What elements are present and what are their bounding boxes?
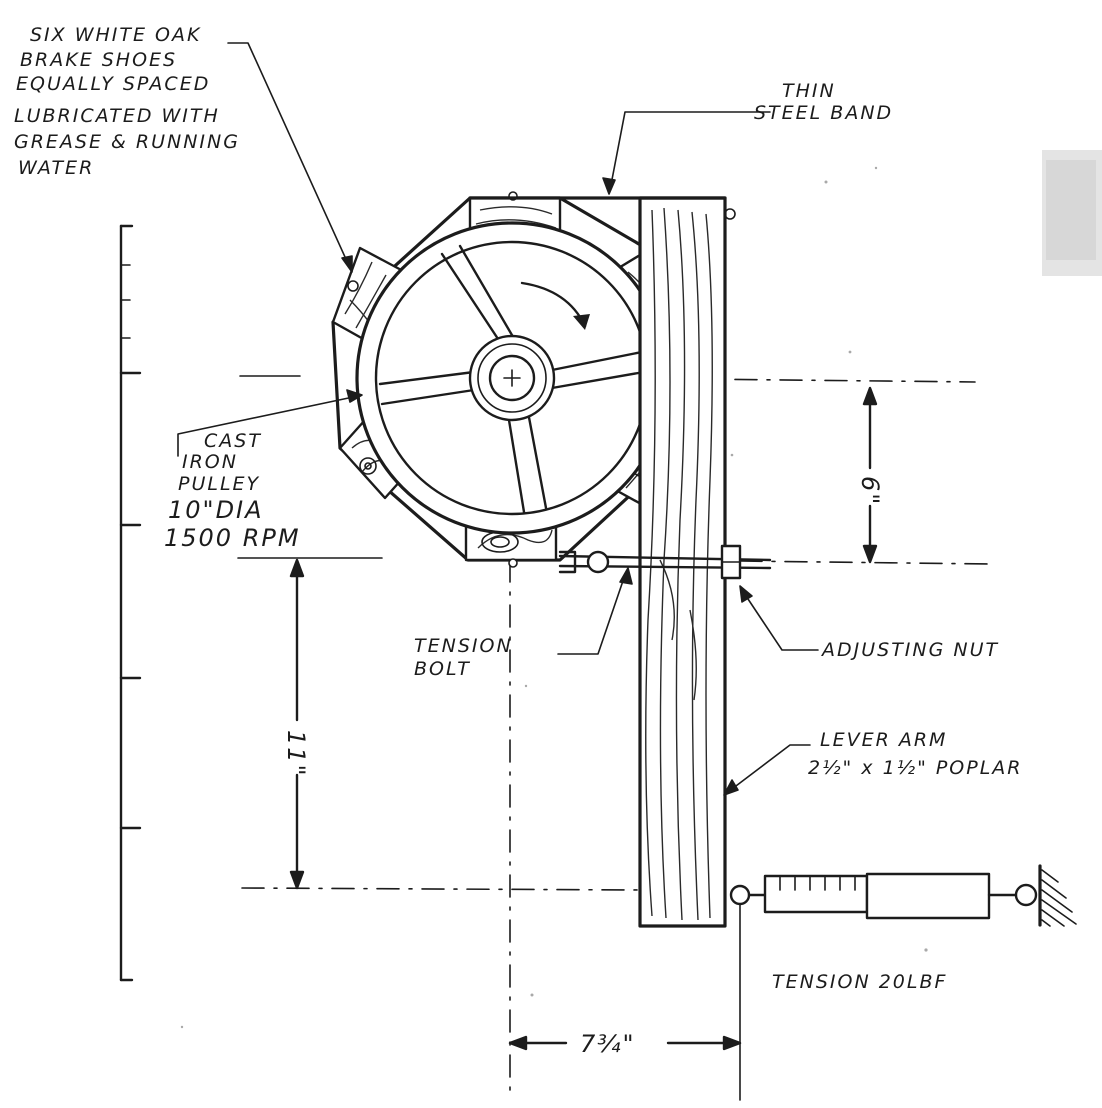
steel-band-note: THIN STEEL BAND	[754, 80, 893, 124]
dimension-11in	[289, 558, 305, 890]
pulley-note-line-4: 10"DIA	[168, 496, 264, 524]
shoes-note-line-2: BRAKE SHOES	[20, 49, 177, 71]
scan-noise-patch	[1042, 150, 1102, 276]
paper-specks	[180, 166, 928, 1029]
pulley-note-line-2: IRON	[182, 451, 238, 473]
brake-shoes-note: SIX WHITE OAK BRAKE SHOES EQUALLY SPACED…	[14, 24, 240, 179]
tension-bolt-note: TENSION BOLT	[414, 635, 513, 680]
lever-arm	[638, 196, 736, 928]
shoes-note-line-5: GREASE & RUNNING	[14, 131, 240, 153]
pulley-note-line-5: 1500 RPM	[164, 524, 301, 552]
spring-scale	[729, 864, 1077, 927]
center-lines	[237, 375, 991, 1101]
pulley-note-line-1: CAST	[204, 430, 262, 452]
dimension-6in-label: 6"	[856, 476, 884, 506]
dimension-7-75in-label: 7¾"	[580, 1030, 636, 1058]
shoes-note-line-6: WATER	[18, 157, 94, 179]
lever-note-line-1: LEVER ARM	[820, 729, 947, 751]
pulley-note: CAST IRON PULLEY 10"DIA 1500 RPM	[164, 430, 301, 552]
dimension-11in-label: 11"	[282, 730, 310, 778]
pulley-note-line-3: PULLEY	[178, 473, 260, 495]
lever-note-line-2: 2½" x 1½" POPLAR	[808, 757, 1023, 779]
band-note-line-1: THIN	[782, 80, 836, 102]
tension-reading: TENSION 20LBF	[772, 971, 947, 993]
dimension-6in	[862, 386, 878, 564]
dimension-7-75in	[508, 1035, 742, 1051]
bolt-note-line-2: BOLT	[414, 658, 471, 680]
pulley	[355, 221, 669, 535]
shoes-note-line-4: LUBRICATED WITH	[14, 105, 220, 127]
adjusting-nut	[720, 544, 742, 580]
scale-bar	[119, 224, 142, 982]
lever-arm-note: LEVER ARM 2½" x 1½" POPLAR	[808, 729, 1023, 779]
leader-lines	[177, 42, 819, 796]
shoes-note-line-3: EQUALLY SPACED	[16, 73, 210, 95]
band-note-line-2: STEEL BAND	[754, 102, 893, 124]
shoes-note-line-1: SIX WHITE OAK	[30, 24, 201, 46]
adjusting-nut-note: ADJUSTING NUT	[820, 639, 999, 661]
brake-band	[331, 196, 692, 562]
bolt-note-line-1: TENSION	[414, 635, 513, 657]
